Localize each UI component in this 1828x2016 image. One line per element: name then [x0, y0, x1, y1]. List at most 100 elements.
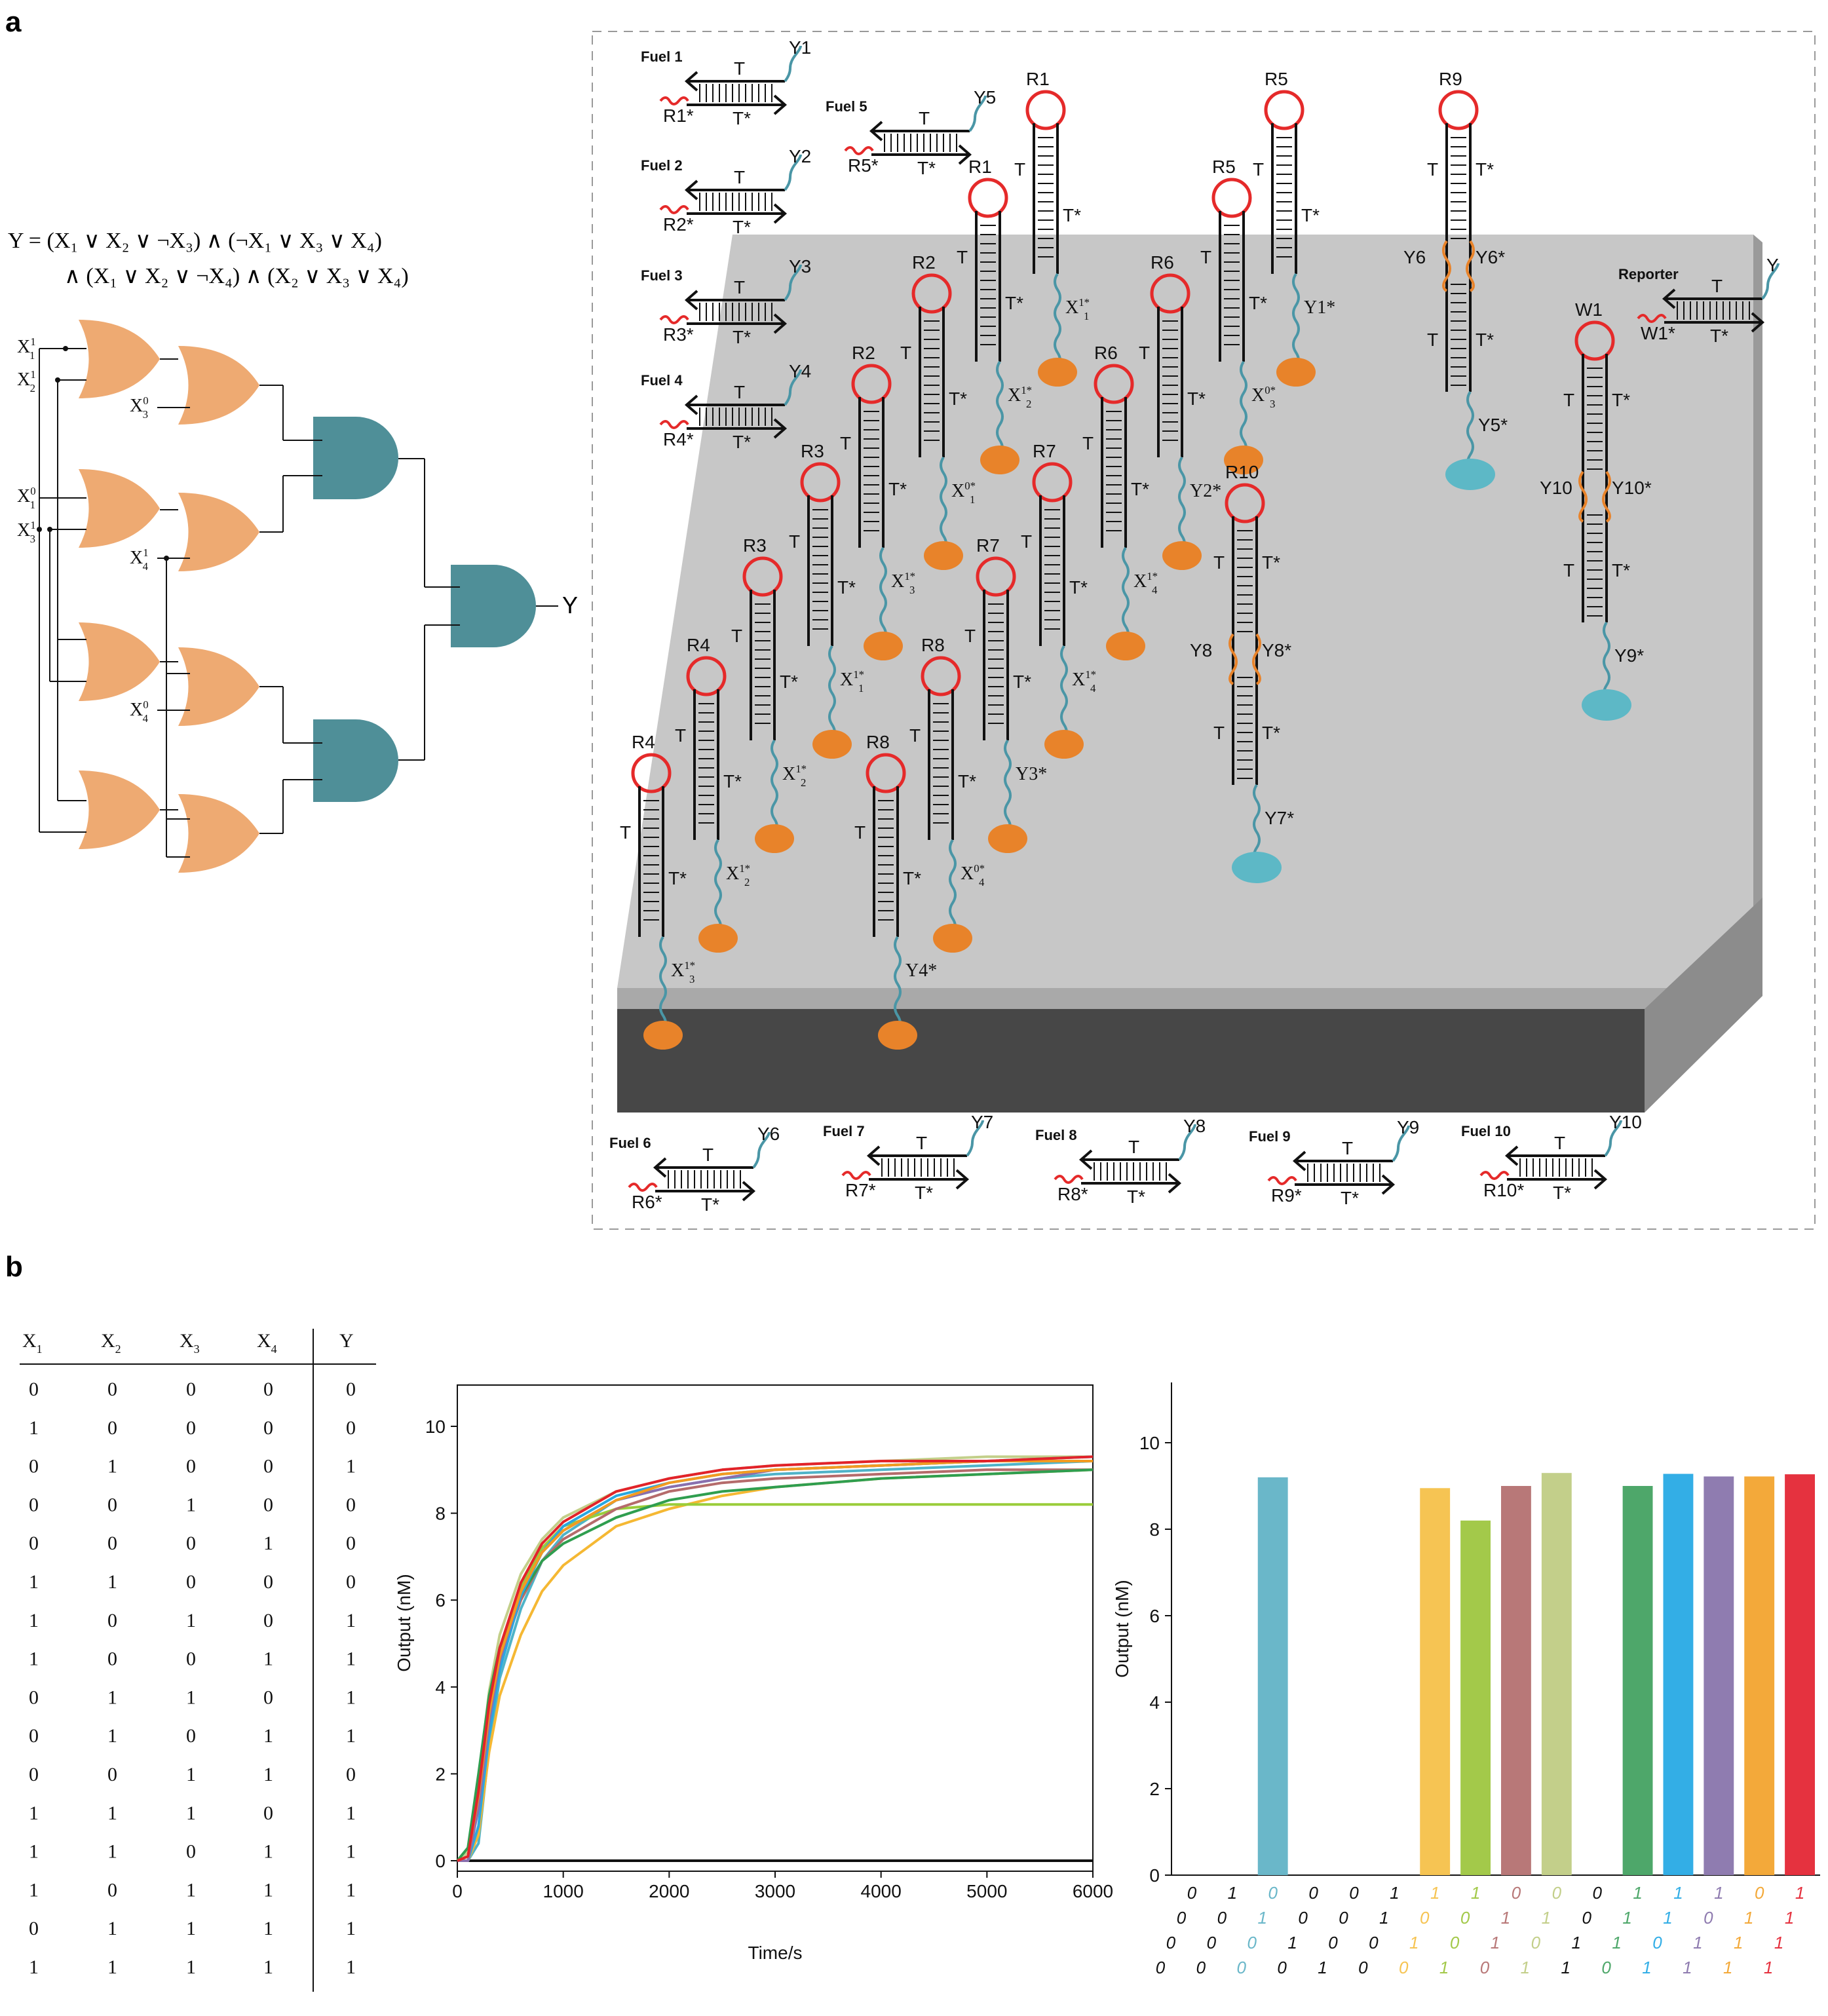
circuit-input-4-sup: 1 [30, 519, 35, 531]
hairpin-1-anchor-base: X [1065, 297, 1078, 318]
bar-10-input-1: 0 [1582, 1908, 1591, 1928]
formula-line-1: Y = (X₁ ∨ X₂ ∨ ¬X₃) ∧ (¬X₁ ∨ X₃ ∨ X₄) [8, 229, 382, 253]
tall-hairpin-r9-bulge-right [1466, 240, 1475, 292]
series-line-8 [457, 1460, 1093, 1862]
table-cell-r9-c3: 1 [263, 1725, 273, 1747]
bar-11 [1622, 1486, 1653, 1875]
bar-14 [1744, 1476, 1775, 1875]
fuel-bottom-3-left-label: R8* [1057, 1184, 1088, 1204]
tall-hairpin-r10-bulge-right [1252, 633, 1261, 685]
tall-hairpin-w1-ts-label: T* [1612, 390, 1630, 410]
fuel-top-3-bottom-label: T* [733, 217, 751, 237]
hairpin-12-linker [1122, 546, 1130, 643]
table-cell-r5-c1: 1 [107, 1571, 117, 1593]
fuel-top-2-right-label: Y5 [974, 87, 996, 107]
fuel-bottom-1-bottom-arrow [742, 1181, 756, 1202]
bar-7 [1460, 1520, 1491, 1875]
hairpin-11-linker [1178, 456, 1186, 553]
circuit-output-y: Y [562, 592, 578, 618]
hairpin-2-anchor-sup: 1* [1021, 384, 1032, 396]
y-tick-label: 2 [435, 1764, 446, 1784]
bar-2-input-2: 0 [1247, 1933, 1257, 1952]
surface-side [617, 1009, 1645, 1113]
circuit-input-3-sup: 0 [30, 485, 35, 497]
table-cell-r3-c0: 0 [29, 1494, 39, 1515]
reporter-title: Reporter [1618, 266, 1679, 282]
table-cell-r12-c4: 1 [346, 1841, 356, 1863]
bar-0-input-3: 0 [1156, 1958, 1166, 1977]
circuit-input-1-sub: 2 [30, 382, 35, 394]
x-axis-label: Time/s [748, 1943, 803, 1963]
table-cell-r5-c0: 1 [29, 1571, 39, 1593]
table-cell-r6-c1: 0 [107, 1610, 117, 1631]
hairpin-15-t-label: T [909, 725, 921, 746]
hairpin-8-anchor-base: X [671, 960, 684, 981]
hairpin-8-linker [659, 936, 667, 1033]
table-cell-r4-c2: 0 [186, 1532, 196, 1554]
hairpin-16-ts-label: T* [903, 868, 921, 888]
hairpin-2-anchor-base: X [1008, 385, 1021, 406]
tall-hairpin-w1-bulge-left [1578, 470, 1588, 523]
tall-hairpin-r9-bulge-left [1442, 240, 1451, 292]
hairpin-12-anchor-sup: 1* [1147, 570, 1158, 582]
table-cell-r15-c3: 1 [263, 1956, 273, 1978]
bar-y-tick-label: 2 [1149, 1779, 1160, 1799]
table-cell-r2-c4: 1 [346, 1456, 356, 1477]
bar-5-input-3: 0 [1358, 1958, 1368, 1977]
or-gate-3 [79, 469, 160, 548]
tall-hairpin-r9-mid-left: Y6 [1403, 247, 1426, 267]
table-header-0-sub: 1 [37, 1342, 43, 1356]
bar-11-input-3: 0 [1601, 1958, 1611, 1977]
table-header-2-base: X [180, 1330, 194, 1352]
table-cell-r0-c3: 0 [263, 1379, 273, 1400]
circuit-input-6-sub: 4 [143, 712, 149, 725]
fuel-bottom-5-bottom-label: T* [1553, 1183, 1571, 1203]
hairpin-4-loop [851, 364, 892, 404]
table-cell-r14-c1: 1 [107, 1918, 117, 1939]
hairpin-2-loop [968, 178, 1008, 218]
fuel-bottom-5-overhang [1604, 1120, 1622, 1157]
table-cell-r12-c3: 1 [263, 1841, 273, 1863]
reporter-right-label: Y [1766, 255, 1779, 275]
x-tick-label: 1000 [543, 1881, 584, 1901]
circuit-input-5-base: X [130, 548, 143, 568]
table-cell-r11-c0: 1 [29, 1802, 39, 1824]
table-cell-r1-c1: 0 [107, 1417, 117, 1439]
hairpin-1-loop-label: R1 [1026, 69, 1050, 89]
table-cell-r13-c4: 1 [346, 1879, 356, 1901]
hairpin-14-anchor: Y3* [1016, 764, 1047, 784]
fuel-top-4-top-arrow [684, 290, 698, 311]
surface-side-right [1645, 898, 1762, 1113]
table-cell-r13-c0: 1 [29, 1879, 39, 1901]
circuit-input-5-sub: 4 [143, 560, 149, 573]
table-header-4: Y [339, 1330, 354, 1352]
x-tick-label: 2000 [649, 1881, 689, 1901]
junction-dot [37, 527, 42, 532]
hairpin-13-linker [1060, 645, 1068, 742]
y-tick-label: 6 [435, 1590, 446, 1610]
tall-hairpin-w1-mid-left: Y10 [1540, 478, 1572, 498]
x-tick-label: 6000 [1073, 1881, 1113, 1901]
bar-14-input-2: 1 [1734, 1933, 1743, 1952]
bar-15 [1785, 1474, 1815, 1875]
fuel-top-2-bottom-arrow [958, 144, 972, 165]
hairpin-3-loop-label: R2 [912, 252, 936, 273]
bar-7-input-2: 0 [1450, 1933, 1460, 1952]
table-cell-r8-c1: 1 [107, 1686, 117, 1708]
series-line-5 [456, 1455, 1093, 1862]
hairpin-15-bead [933, 924, 972, 953]
hairpin-12-loop-label: R6 [1094, 343, 1118, 363]
bar-y-tick-label: 0 [1149, 1865, 1160, 1886]
hairpin-13-bead [1044, 730, 1084, 759]
tall-hairpin-r10-mid-right: Y8* [1262, 640, 1291, 660]
hairpin-11-loop [1150, 273, 1190, 314]
fuel-bottom-1-right-label: Y6 [757, 1124, 780, 1144]
fuel-top-1-left-label: R1* [663, 105, 694, 126]
table-cell-r3-c4: 0 [346, 1494, 356, 1515]
hairpin-12-anchor-sub: 4 [1152, 584, 1158, 596]
fuel-bottom-4-right-label: Y9 [1397, 1117, 1419, 1137]
hairpin-10-anchor: X0*3 [1251, 384, 1276, 410]
